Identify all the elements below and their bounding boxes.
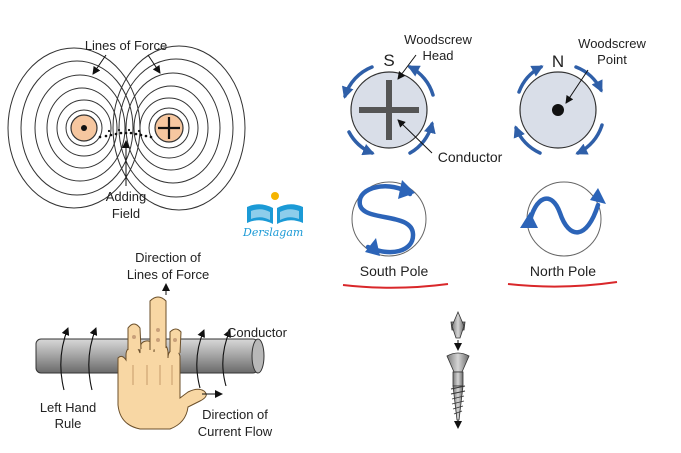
lines-of-force-label: Lines of Force xyxy=(84,38,168,53)
left-hand-rule-label-line2: Rule xyxy=(54,416,82,431)
north-pole-label: North Pole xyxy=(529,263,597,279)
north-underline xyxy=(507,281,618,288)
woodscrew-point-label-line1: Woodscrew xyxy=(578,36,646,51)
adding-field-label-line2: Field xyxy=(111,206,141,221)
conductor-dot-icon xyxy=(552,104,564,116)
direction-current-label-line1: Direction of xyxy=(202,407,268,422)
south-underline xyxy=(342,283,449,289)
north-pole-diagram xyxy=(520,181,606,257)
woodscrew-point-diagram xyxy=(513,65,604,155)
conductor-right-cross-icon xyxy=(154,113,184,143)
woodscrew-head-label-line1: Woodscrew xyxy=(404,32,472,47)
conductor-label-top: Conductor xyxy=(437,149,503,165)
logo-text: Derslagam xyxy=(243,226,304,239)
adding-field-label-line1: Adding xyxy=(105,189,147,204)
north-letter: N xyxy=(551,52,565,71)
field-dots xyxy=(98,128,153,139)
logo-icon xyxy=(247,192,303,224)
field-lines-diagram xyxy=(7,45,246,211)
woodscrew-head-label-line2: Head xyxy=(422,48,454,63)
left-hand-rule-diagram xyxy=(35,283,265,430)
left-hand-rule-label-line1: Left Hand xyxy=(39,400,97,415)
woodscrew-icon xyxy=(446,310,470,429)
woodscrew-head-diagram xyxy=(341,54,436,156)
south-pole-label: South Pole xyxy=(359,263,429,279)
woodscrew-point-label-line2: Point xyxy=(597,52,627,67)
direction-current-label-line2: Current Flow xyxy=(197,424,273,439)
south-letter: S xyxy=(383,51,395,70)
south-pole-diagram xyxy=(351,180,427,257)
conductor-label-bottom: Conductor xyxy=(227,325,287,340)
direction-lines-label-line2: Lines of Force xyxy=(126,267,210,282)
hand-icon xyxy=(117,296,207,430)
direction-lines-label-line1: Direction of xyxy=(135,250,201,265)
conductor-left-dot-icon xyxy=(70,114,98,142)
